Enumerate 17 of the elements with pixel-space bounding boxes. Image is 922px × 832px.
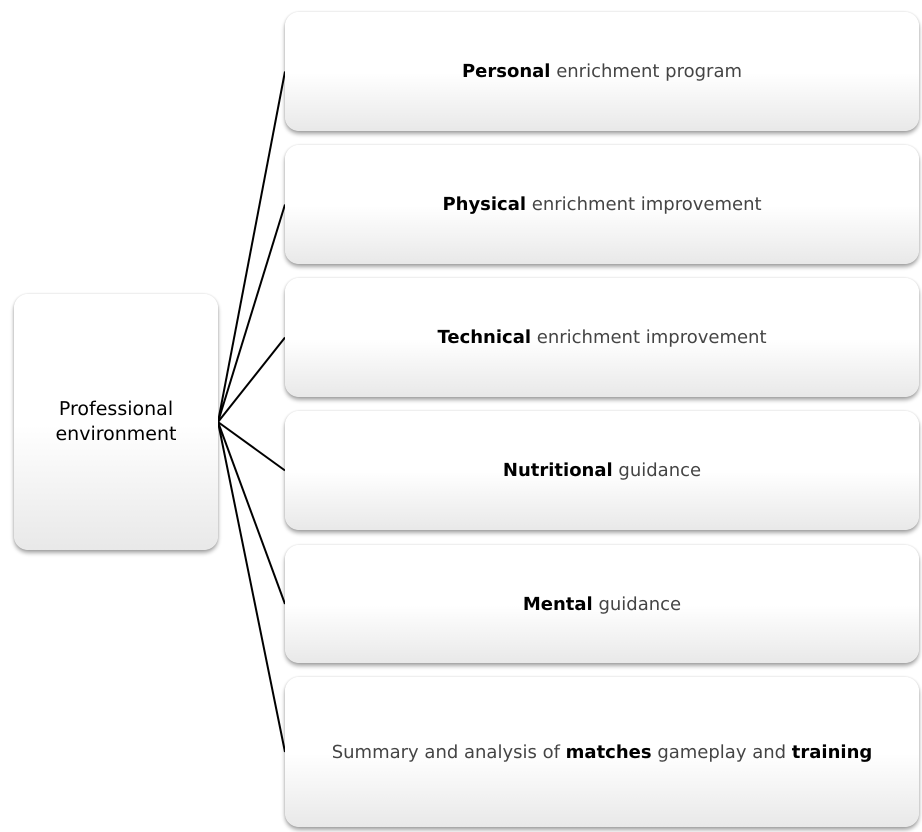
branch-box [285,677,919,827]
node-text: Mental guidance [522,592,682,616]
node-text: Professional environment [54,397,178,447]
connector-line [217,336,286,423]
branch-box [285,278,919,397]
node-text: Nutritional guidance [502,459,702,483]
branch-box [285,545,919,663]
node-text: Summary and analysis of matches gameplay and training [330,740,874,764]
root-box [14,294,218,550]
connector-line [217,421,286,472]
node-text: Physical enrichment improvement [441,193,763,217]
branch-box [285,145,919,264]
branch-box [285,411,919,530]
node-text: Technical enrichment improvement [436,326,768,350]
node-text: Personal enrichment program [460,60,744,84]
branch-box [285,12,919,131]
connector-line [217,422,286,604]
